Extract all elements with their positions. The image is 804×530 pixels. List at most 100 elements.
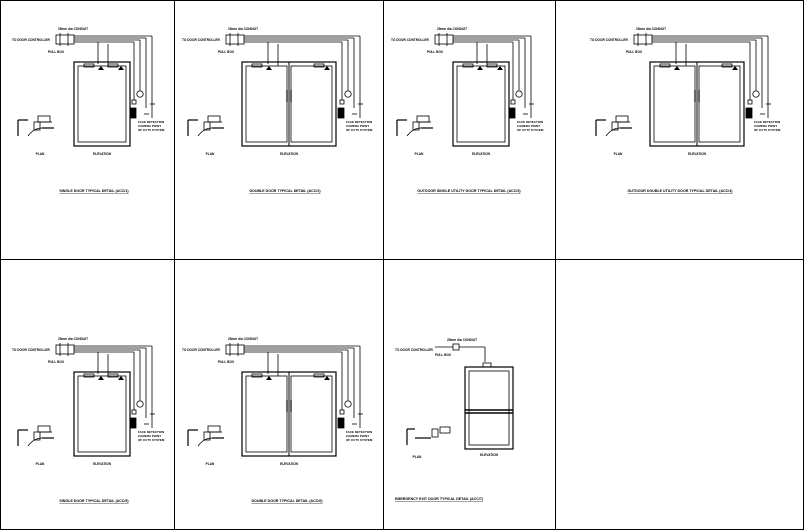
magnetic-lock [313, 63, 325, 68]
camera-note: FACE DETECTION [138, 120, 164, 124]
sensor-marker [674, 66, 680, 70]
camera-device [136, 400, 144, 408]
camera-note: OF CCTV SYSTEM [517, 128, 544, 132]
camera-note: FACE DETECTION [346, 430, 372, 434]
door-frame [73, 61, 131, 147]
camera-device [752, 90, 760, 98]
elevation-label: ELEVATION [688, 152, 706, 156]
pull-box-label: PULL BOX [626, 50, 643, 54]
plan-tag [37, 115, 51, 123]
plan-reader [33, 431, 41, 441]
plan-label: PLAN [206, 462, 215, 466]
camera-note: CAMERA POINT [754, 124, 777, 128]
camera-note: CAMERA POINT [138, 124, 161, 128]
plan-tag [615, 115, 629, 123]
door-leaf-right [290, 65, 333, 143]
card-reader [337, 417, 345, 429]
card-reader [745, 107, 753, 119]
door-leaf [456, 65, 506, 143]
plan-label: PLAN [415, 152, 424, 156]
camera-device [344, 400, 352, 408]
magnetic-lock [107, 63, 119, 68]
junction-box [452, 343, 460, 351]
elevation-label: ELEVATION [472, 152, 490, 156]
conduit-label: 25mm dia CONDUIT [58, 27, 88, 31]
detail-title: OUTDOOR SINGLE UTILITY DOOR TYPICAL DETA… [417, 189, 521, 193]
plan-label: PLAN [36, 152, 45, 156]
door-leaf-left [653, 65, 696, 143]
conduit-label: 25mm dia CONDUIT [228, 27, 258, 31]
conduit-label: 25mm dia CONDUIT [437, 27, 467, 31]
door-leaf-right [290, 375, 333, 453]
door-closer [83, 373, 95, 378]
door-closer [462, 63, 474, 68]
camera-note: FACE DETECTION [517, 120, 543, 124]
conduit-coupler [434, 34, 454, 45]
plan-label: PLAN [36, 462, 45, 466]
camera-note: OF CCTV SYSTEM [754, 128, 781, 132]
door-leaf-left [245, 375, 288, 453]
camera-note: OF CCTV SYSTEM [346, 128, 373, 132]
camera-note: FACE DETECTION [754, 120, 780, 124]
elevation-label: ELEVATION [93, 462, 111, 466]
exit-button [131, 99, 137, 105]
magnetic-lock [107, 373, 119, 378]
controller-label: TO DOOR CONTROLLER [182, 38, 221, 42]
door-closer [251, 63, 263, 68]
pull-box-label: PULL BOX [427, 50, 444, 54]
detail-title: OUTDOOR DOUBLE UTILITY DOOR TYPICAL DETA… [628, 189, 734, 193]
plan-reader [203, 431, 211, 441]
detail-title: SINGLE DOOR TYPICAL DETAIL (ACC/1) [59, 189, 129, 193]
sensor-marker [98, 376, 104, 380]
camera-note: CAMERA POINT [517, 124, 540, 128]
card-reader [508, 107, 516, 119]
plan-label: PLAN [413, 455, 422, 459]
door-leaf [77, 375, 127, 453]
card-reader [129, 107, 137, 119]
detail-title: DOUBLE DOOR TYPICAL DETAIL (ACC/6) [251, 499, 323, 503]
conduit-label: 25mm dia CONDUIT [447, 338, 477, 342]
elevation-label: ELEVATION [93, 152, 111, 156]
detail-title: DOUBLE DOOR TYPICAL DETAIL (ACC/2) [249, 189, 321, 193]
sensor-marker [266, 376, 272, 380]
detail-title: SINGLE DOOR TYPICAL DETAIL (ACC/5) [59, 499, 129, 503]
camera-note: CAMERA POINT [346, 124, 369, 128]
exit-button [131, 409, 137, 415]
sensor-marker [477, 66, 483, 70]
door-closer [83, 63, 95, 68]
door-sensor [482, 362, 492, 368]
sensor-marker [497, 66, 503, 70]
magnetic-lock [313, 373, 325, 378]
camera-note: OF CCTV SYSTEM [138, 128, 165, 132]
camera-note: CAMERA POINT [346, 434, 369, 438]
sensor-marker [118, 376, 124, 380]
controller-label: TO DOOR CONTROLLER [391, 38, 430, 42]
camera-note: FACE DETECTION [138, 430, 164, 434]
plan-tag [439, 426, 451, 434]
exit-button [339, 409, 345, 415]
magnetic-lock [486, 63, 498, 68]
card-reader [337, 107, 345, 119]
pull-box-label: PULL BOX [48, 360, 65, 364]
conduit-coupler [225, 34, 245, 45]
camera-note: FACE DETECTION [346, 120, 372, 124]
plan-label: PLAN [614, 152, 623, 156]
conduit-coupler [633, 34, 653, 45]
conduit-label: 25mm dia CONDUIT [228, 337, 258, 341]
camera-note: OF CCTV SYSTEM [138, 438, 165, 442]
plan-tag [416, 115, 430, 123]
pull-box-label: PULL BOX [435, 353, 452, 357]
door-closer [251, 373, 263, 378]
controller-label: TO DOOR CONTROLLER [12, 348, 51, 352]
sensor-marker [98, 66, 104, 70]
door-frame [464, 366, 514, 450]
plan-reader [431, 428, 439, 438]
elevation-label: ELEVATION [280, 462, 298, 466]
